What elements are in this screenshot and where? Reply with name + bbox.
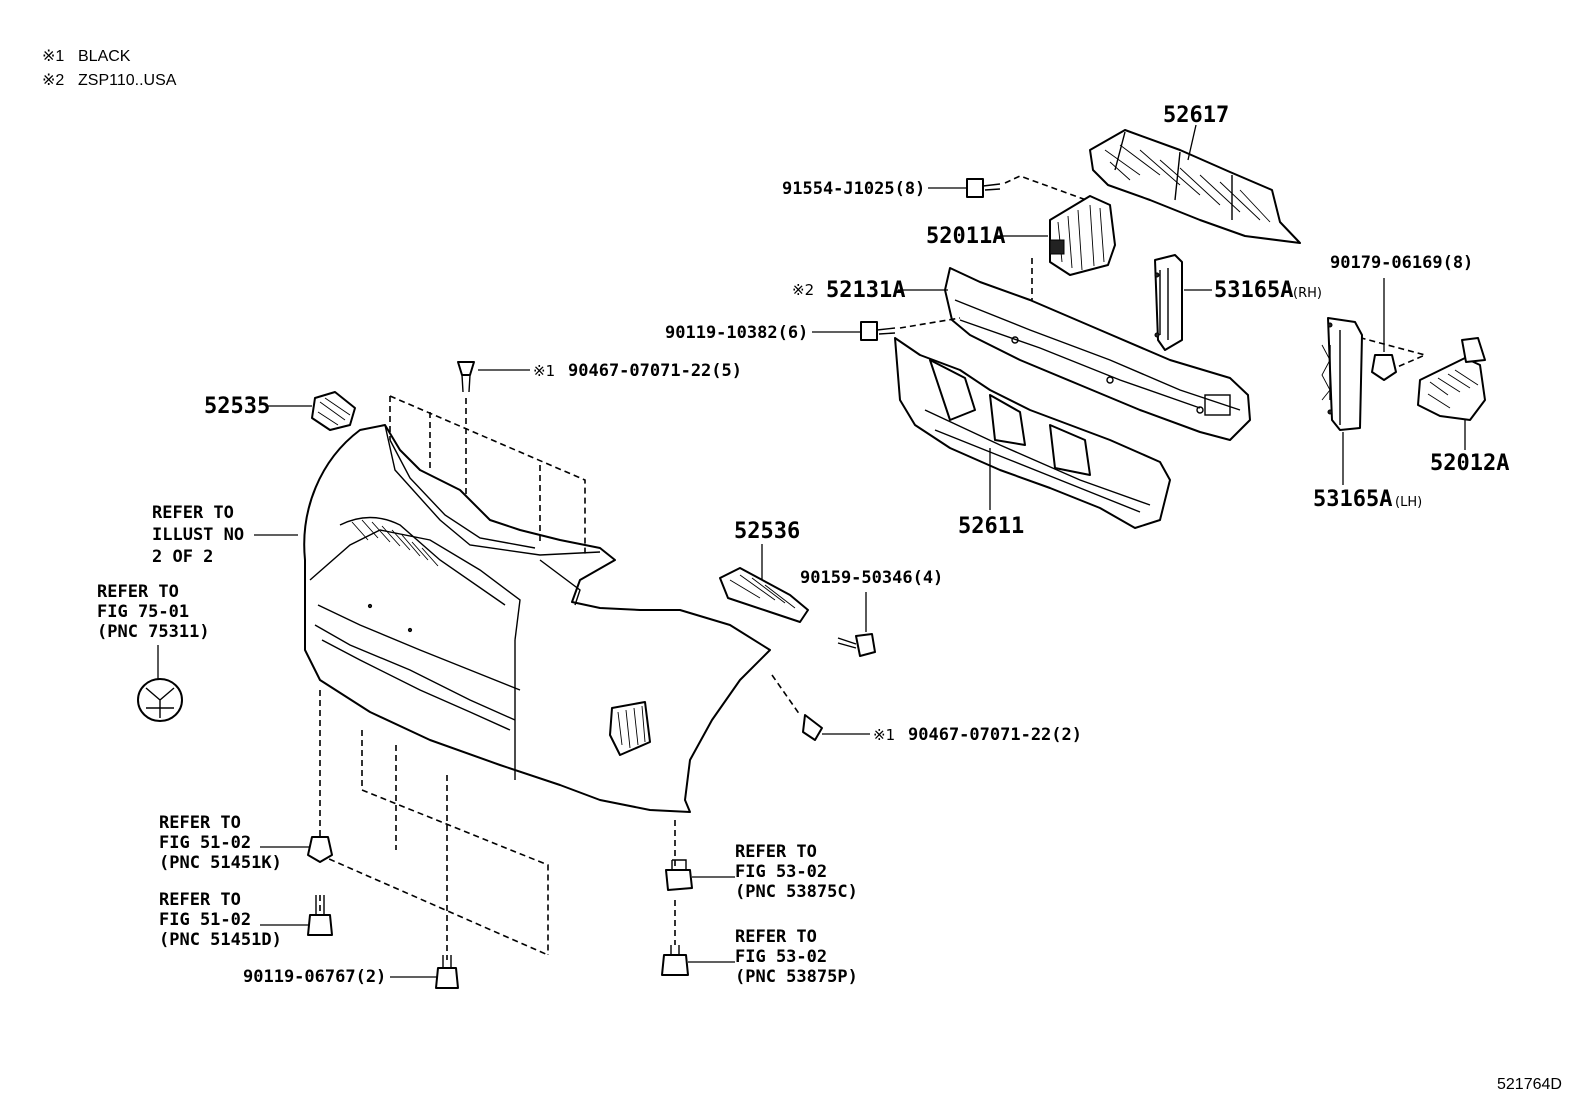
dashline-lower-frame	[361, 730, 549, 955]
retainer-52535	[311, 391, 356, 431]
refer-fig51k-line3: (PNC 51451K)	[159, 853, 282, 873]
part-90467-bot-label: 90467-07071-22(2)	[908, 725, 1082, 745]
reinforcement-52131A	[944, 267, 1251, 441]
nut-51451k	[307, 836, 333, 863]
refer-fig53c: REFER TO FIG 53-02 (PNC 53875C)	[735, 842, 858, 902]
dashline-90179	[1349, 334, 1428, 369]
part-53165A-lh-side: (LH)	[1395, 495, 1422, 510]
dashline-cover-top	[389, 395, 586, 555]
part-52131A-sym: ※2	[792, 281, 814, 299]
part-52011A-label: 52011A	[926, 224, 1005, 249]
refer-fig53c-line1: REFER TO	[735, 842, 817, 862]
refer-fig51d-line2: FIG 51-02	[159, 910, 251, 930]
bolt-90119-06767	[435, 955, 459, 989]
part-90179-label: 90179-06169(8)	[1330, 253, 1473, 273]
illustration-id: 521764D	[1497, 1076, 1562, 1093]
part-53165A-rh-label: 53165A	[1214, 278, 1293, 303]
note2-text: ZSP110..USA	[78, 72, 177, 89]
refer-fig53p: REFER TO FIG 53-02 (PNC 53875P)	[735, 927, 858, 987]
refer-fig51k: REFER TO FIG 51-02 (PNC 51451K)	[159, 813, 282, 873]
bracket-53165A-rh	[1154, 254, 1183, 351]
part-52131A-label: 52131A	[826, 278, 905, 303]
part-52012A-label: 52012A	[1430, 451, 1509, 476]
bolt-90159	[837, 633, 876, 657]
bolt-53875p	[661, 945, 689, 976]
bolt-91554	[966, 178, 1001, 198]
dashline-90467-bot	[771, 674, 801, 716]
part-52611-label: 52611	[958, 514, 1024, 539]
nut-90179	[1371, 354, 1397, 381]
refer-fig75-line3: (PNC 75311)	[97, 622, 210, 642]
dashline-91554	[1004, 175, 1101, 206]
dashline-90119-10382	[899, 317, 961, 329]
refer-fig75: REFER TO FIG 75-01 (PNC 75311)	[97, 582, 210, 642]
bracket-52012A	[1417, 337, 1486, 421]
clip-90467-bot	[802, 714, 823, 741]
bracket-53165A-lh	[1321, 317, 1363, 431]
refer-fig51d: REFER TO FIG 51-02 (PNC 51451D)	[159, 890, 282, 950]
refer-fig53c-line2: FIG 53-02	[735, 862, 827, 882]
refer-illust: REFER TO ILLUST NO 2 OF 2	[152, 503, 244, 567]
refer-illust-line1: REFER TO	[152, 503, 234, 523]
refer-fig51k-line1: REFER TO	[159, 813, 241, 833]
refer-fig53c-line3: (PNC 53875C)	[735, 882, 858, 902]
note1-text: BLACK	[78, 48, 131, 65]
bracket-52011A	[1049, 195, 1116, 276]
leader-52617	[1187, 124, 1197, 161]
bumper-cover	[303, 424, 771, 813]
absorber-52611	[894, 337, 1171, 529]
part-52535-label: 52535	[204, 394, 270, 419]
part-90159-label: 90159-50346(4)	[800, 568, 943, 588]
clip-53875c	[665, 859, 693, 891]
part-90467-top-label: 90467-07071-22(5)	[568, 361, 742, 381]
refer-fig53p-line3: (PNC 53875P)	[735, 967, 858, 987]
part-52536-label: 52536	[734, 519, 800, 544]
part-90467-top-sym: ※1	[533, 362, 555, 380]
part-90119-06767-label: 90119-06767(2)	[243, 967, 386, 987]
refer-fig53p-line2: FIG 53-02	[735, 947, 827, 967]
part-52617-label: 52617	[1163, 103, 1229, 128]
refer-illust-line2: ILLUST NO	[152, 525, 244, 545]
part-90119-10382-label: 90119-10382(6)	[665, 323, 808, 343]
refer-fig75-line2: FIG 75-01	[97, 602, 189, 622]
note2-symbol: ※2	[42, 72, 64, 89]
part-53165A-rh-side: (RH)	[1293, 286, 1322, 301]
refer-fig51d-line3: (PNC 51451D)	[159, 930, 282, 950]
retainer-52536	[719, 567, 809, 623]
refer-illust-line3: 2 OF 2	[152, 547, 213, 567]
dashline-lower-diag	[319, 854, 549, 956]
shield-52617	[1089, 129, 1301, 244]
part-90467-bot-sym: ※1	[873, 726, 895, 744]
refer-fig51d-line1: REFER TO	[159, 890, 241, 910]
part-91554-label: 91554-J1025(8)	[782, 179, 925, 199]
part-53165A-lh-label: 53165A	[1313, 487, 1392, 512]
bolt-90119-10382	[860, 321, 896, 341]
clip-90467-top	[457, 361, 475, 393]
refer-fig53p-line1: REFER TO	[735, 927, 817, 947]
legend-notes: ※1 BLACK ※2 ZSP110..USA	[42, 48, 177, 89]
bolt-51451d	[307, 895, 333, 936]
note1-symbol: ※1	[42, 48, 64, 65]
refer-fig51k-line2: FIG 51-02	[159, 833, 251, 853]
emblem	[137, 678, 183, 722]
refer-fig75-line1: REFER TO	[97, 582, 179, 602]
